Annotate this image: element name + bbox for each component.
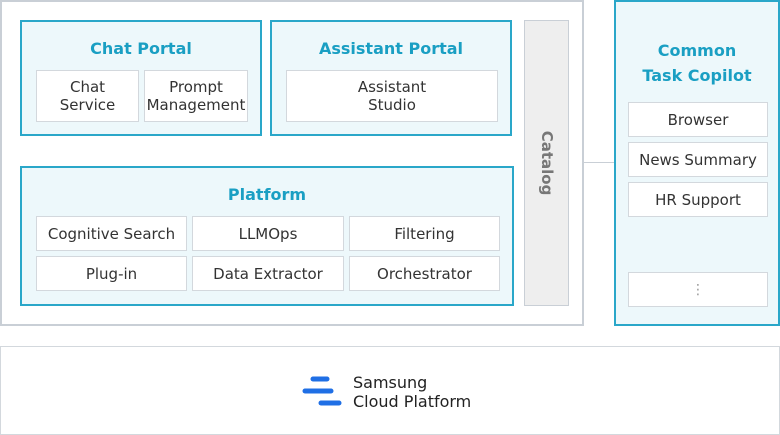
catalog-label: Catalog (537, 130, 556, 196)
copilot-title: Common Task Copilot (642, 41, 752, 85)
footer-bar: Samsung Cloud Platform (0, 346, 780, 435)
platform-title: Platform (227, 185, 307, 204)
samsung-cloud-logo-icon (302, 376, 342, 406)
cognitive-search-box: Cognitive Search (36, 216, 187, 251)
filtering-box: Filtering (349, 216, 500, 251)
more-items-box: ⋮ (628, 272, 768, 307)
assistant-studio-box: Assistant Studio (286, 70, 498, 122)
orchestrator-box: Orchestrator (349, 256, 500, 291)
hr-support-box: HR Support (628, 182, 768, 217)
llmops-box: LLMOps (192, 216, 344, 251)
copilot-panel: Common Task Copilot Browser News Summary… (614, 0, 780, 326)
connector-line (584, 162, 615, 163)
prompt-management-box: Prompt Management (144, 70, 248, 122)
more-dots-icon: ⋮ (691, 281, 705, 298)
news-summary-box: News Summary (628, 142, 768, 177)
assistant-portal-panel: Assistant Portal Assistant Studio (270, 20, 512, 136)
chat-service-box: Chat Service (36, 70, 139, 122)
browser-box: Browser (628, 102, 768, 137)
chat-portal-title: Chat Portal (90, 39, 192, 58)
catalog-bar: Catalog (524, 20, 569, 306)
plug-in-box: Plug-in (36, 256, 187, 291)
data-extractor-box: Data Extractor (192, 256, 344, 291)
chat-portal-panel: Chat Portal Chat Service Prompt Manageme… (20, 20, 262, 136)
assistant-portal-title: Assistant Portal (318, 39, 464, 58)
platform-panel: Platform Cognitive Search LLMOps Filteri… (20, 166, 514, 306)
samsung-cloud-logo-text: Samsung Cloud Platform (353, 373, 472, 411)
